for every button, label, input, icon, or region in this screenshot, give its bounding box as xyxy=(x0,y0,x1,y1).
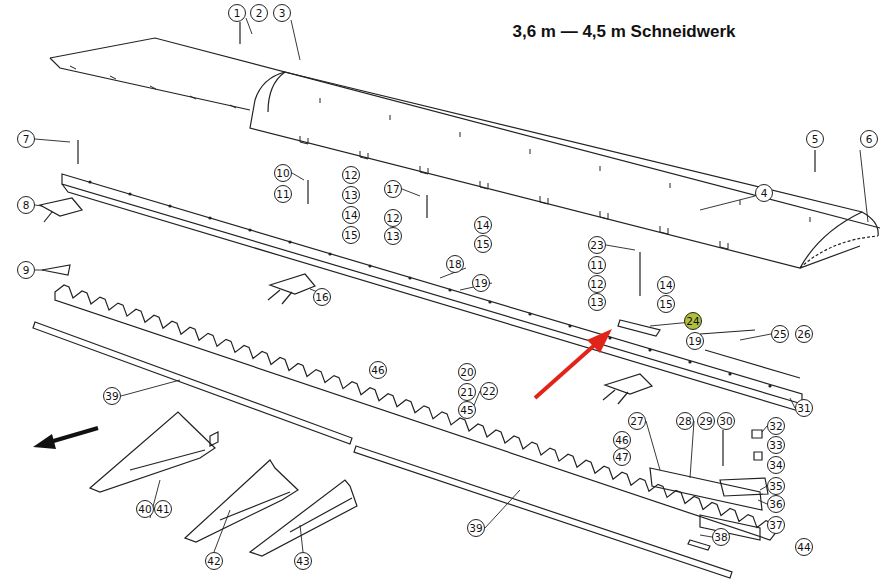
callout-number: 21 xyxy=(458,383,476,401)
callout-number: 36 xyxy=(767,495,785,513)
knife-blade xyxy=(55,285,775,540)
callout-number: 8 xyxy=(17,196,35,214)
callout-number: 31 xyxy=(795,399,813,417)
callout-number: 35 xyxy=(767,477,785,495)
callout-number: 37 xyxy=(767,516,785,534)
callout-number: 19 xyxy=(472,274,490,292)
callout-number: 14 xyxy=(342,206,360,224)
knife-head xyxy=(650,468,762,510)
callout-number: 15 xyxy=(474,235,492,253)
callout-number: 13 xyxy=(342,186,360,204)
callout-number: 12 xyxy=(588,275,606,293)
guard-42 xyxy=(185,460,298,542)
callout-number: 40 xyxy=(136,500,154,518)
callout-number: 18 xyxy=(446,255,464,273)
callout-number: 10 xyxy=(274,164,292,182)
callout-number: 20 xyxy=(458,363,476,381)
callout-number: 42 xyxy=(205,552,223,570)
direction-arrow xyxy=(50,428,98,442)
callout-number: 26 xyxy=(795,325,813,343)
callout-number: 39 xyxy=(103,387,121,405)
callout-number: 41 xyxy=(154,500,172,518)
callout-number: 11 xyxy=(274,185,292,203)
callout-number: 17 xyxy=(384,180,402,198)
callout-number: 2 xyxy=(250,4,268,22)
cover-hood xyxy=(255,72,878,236)
callout-number: 25 xyxy=(771,325,789,343)
callout-number: 34 xyxy=(767,456,785,474)
guard-43 xyxy=(250,480,357,556)
callout-number: 39 xyxy=(467,519,485,537)
callout-number: 12 xyxy=(384,209,402,227)
knife-back xyxy=(354,446,732,578)
callout-number: 13 xyxy=(588,293,606,311)
callout-number: 16 xyxy=(313,288,331,306)
guard-40 xyxy=(90,412,215,492)
guard xyxy=(603,374,652,404)
callout-number: 24 xyxy=(684,312,702,330)
callout-number: 44 xyxy=(795,538,813,556)
callout-number: 6 xyxy=(860,130,878,148)
callout-number: 47 xyxy=(613,448,631,466)
callout-number: 19 xyxy=(686,332,704,350)
callout-number: 11 xyxy=(588,256,606,274)
cover-plate-edge xyxy=(50,58,250,110)
pointer-arrowhead xyxy=(587,329,612,353)
guard xyxy=(268,274,315,304)
callout-number: 9 xyxy=(17,261,35,279)
diagram-title: 3,6 m — 4,5 m Schneidwerk xyxy=(513,22,736,42)
callout-number: 46 xyxy=(369,361,387,379)
direction-arrowhead xyxy=(33,434,56,449)
callout-number: 33 xyxy=(767,436,785,454)
guard xyxy=(40,198,82,222)
callout-number: 43 xyxy=(294,552,312,570)
callout-number: 5 xyxy=(806,130,824,148)
callout-number: 23 xyxy=(588,236,606,254)
callout-number: 32 xyxy=(767,417,785,435)
callout-number: 1 xyxy=(228,4,246,22)
callout-number: 14 xyxy=(474,216,492,234)
callout-number: 30 xyxy=(717,412,735,430)
pointer-arrow xyxy=(535,342,598,398)
callout-number: 15 xyxy=(342,226,360,244)
leader-line xyxy=(35,18,868,552)
callout-number: 38 xyxy=(712,528,730,546)
cover-plate xyxy=(50,38,880,228)
callout-number: 27 xyxy=(628,412,646,430)
callout-number: 46 xyxy=(613,431,631,449)
callout-number: 14 xyxy=(657,276,675,294)
cover-hood-edge xyxy=(250,100,860,268)
callout-number: 29 xyxy=(697,412,715,430)
knife-bar xyxy=(62,174,802,404)
callout-number: 15 xyxy=(657,295,675,313)
callout-number: 13 xyxy=(384,227,402,245)
knife-section xyxy=(42,265,70,275)
callout-number: 22 xyxy=(480,382,498,400)
callout-number: 3 xyxy=(273,4,291,22)
callout-number: 45 xyxy=(458,401,476,419)
callout-number: 7 xyxy=(17,130,35,148)
bolt xyxy=(78,22,815,466)
callout-number: 12 xyxy=(342,166,360,184)
callout-number: 4 xyxy=(755,184,773,202)
callout-number: 28 xyxy=(676,412,694,430)
